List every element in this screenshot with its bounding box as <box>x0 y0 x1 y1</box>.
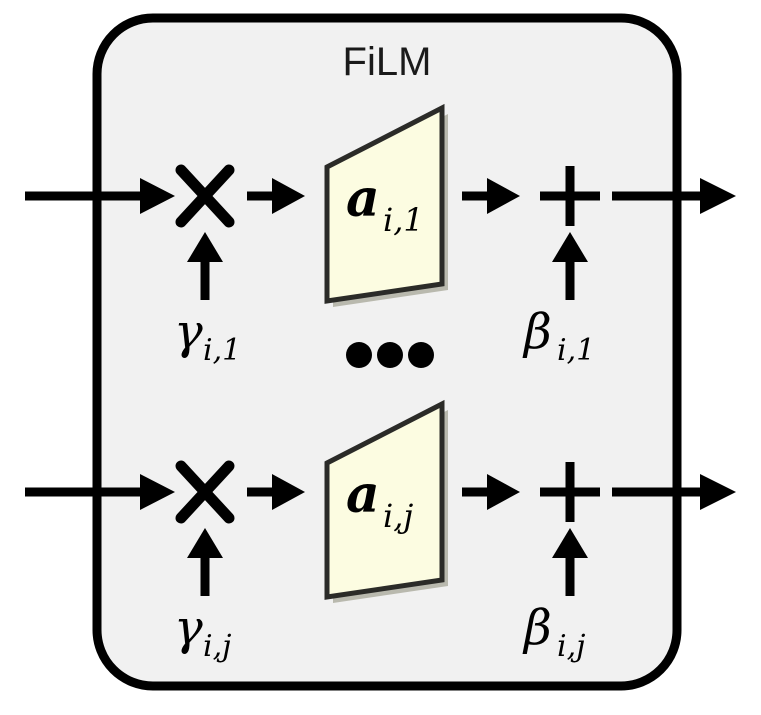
row-top-scale-subscript: i,1 <box>203 333 241 368</box>
row-top-scale-arrowhead <box>187 232 223 262</box>
ellipsis-dot-2 <box>377 342 403 368</box>
row-bottom-shift-label: β <box>522 600 552 656</box>
row-bottom-input-arrowhead <box>140 474 175 510</box>
row-top-block-subscript: i,1 <box>383 201 424 239</box>
row-bottom-block <box>324 399 445 600</box>
row-bottom-add-operator <box>540 462 600 522</box>
ellipsis-dot-1 <box>346 342 372 368</box>
row-bottom-multiply-operator <box>175 460 235 524</box>
row-top-add-operator <box>540 166 600 226</box>
row-top-shift-arrowhead <box>552 232 588 262</box>
row-top-block-label: a <box>346 168 380 229</box>
row-top-multiply-operator <box>175 164 235 228</box>
row-top-block-to-add-arrowhead <box>487 178 520 214</box>
row-bottom-block-to-add-arrowhead <box>487 474 520 510</box>
row-bottom-scale-subscript: i,j <box>203 629 231 664</box>
row-bottom-mul-to-block-arrowhead <box>272 474 305 510</box>
panel-title: FiLM <box>343 40 432 84</box>
ellipsis-dot-3 <box>408 342 434 368</box>
row-top-output-arrowhead <box>700 178 736 214</box>
vertical-ellipsis <box>346 342 434 368</box>
row-bottom-shift-arrowhead <box>552 528 588 558</box>
row-bottom-shift-subscript: i,j <box>557 629 585 664</box>
row-bottom-scale-arrowhead <box>187 528 223 558</box>
row-bottom-scale-label: γ <box>174 600 203 656</box>
row-top-input-arrowhead <box>140 178 175 214</box>
row-top-block <box>324 103 445 304</box>
row-top-mul-to-block-arrowhead <box>272 178 305 214</box>
row-bottom-block-subscript: i,j <box>383 497 413 535</box>
row-top-scale-label: γ <box>174 304 203 360</box>
row-bottom-block-label: a <box>346 464 380 525</box>
row-bottom-output-arrowhead <box>700 474 736 510</box>
row-top-shift-label: β <box>522 304 552 360</box>
row-top-shift-subscript: i,1 <box>557 333 595 368</box>
